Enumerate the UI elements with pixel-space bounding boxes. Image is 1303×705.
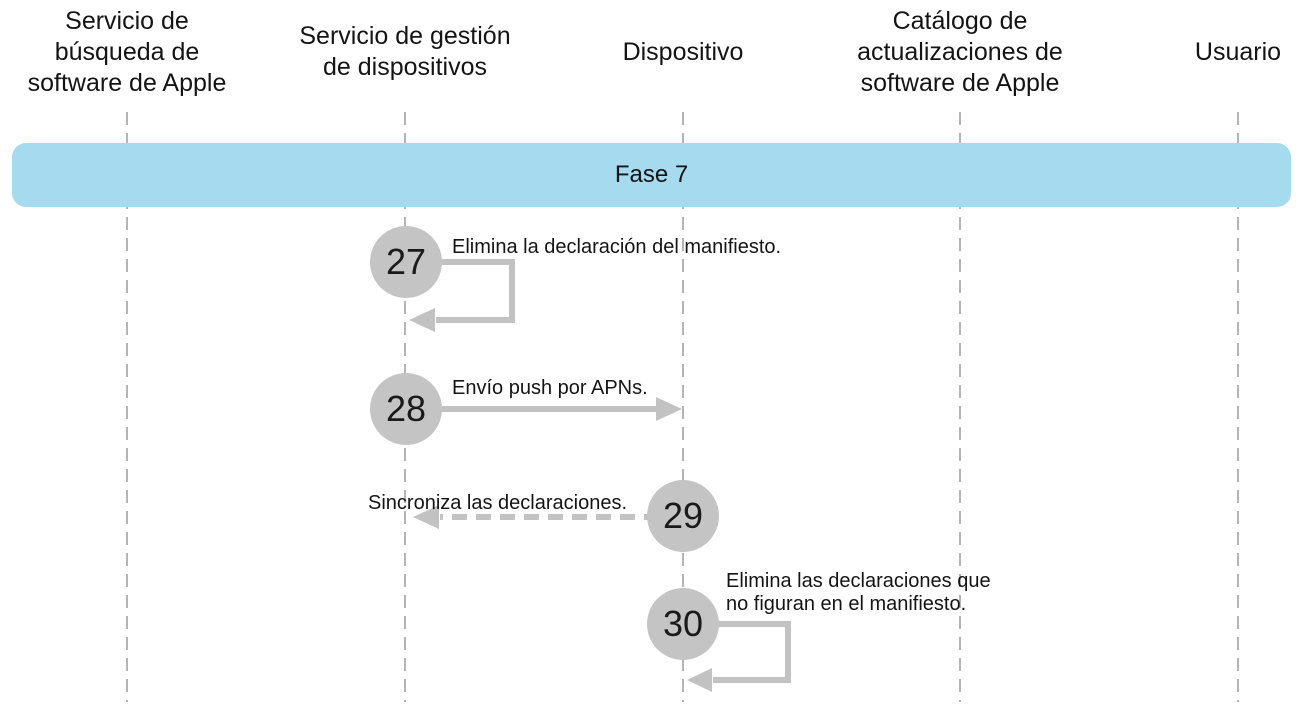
step-label-30: Elimina las declaraciones que no figuran… xyxy=(726,570,991,615)
lifeline-header-usuario: Usuario xyxy=(1194,37,1282,66)
step-number-30: 30 xyxy=(662,603,704,644)
step-circle-30: 30 xyxy=(647,588,719,660)
step-number-27: 27 xyxy=(385,241,427,282)
step-28-solid-arrow xyxy=(406,397,682,421)
lifeline-usuario xyxy=(1237,112,1239,702)
step-number-28: 28 xyxy=(385,388,427,429)
lifeline-header-dispositivo: Dispositivo xyxy=(622,37,744,66)
lifeline-dispositivo xyxy=(682,112,684,702)
lifeline-header-servicio-busqueda: Servicio de búsqueda de software de Appl… xyxy=(27,6,227,97)
step-circle-27: 27 xyxy=(370,226,442,298)
lifeline-servicio-busqueda xyxy=(126,112,128,702)
phase-banner: Fase 7 xyxy=(12,143,1291,207)
step-30-self-loop-arrow xyxy=(683,621,791,692)
step-label-29: Sincroniza las declaraciones. xyxy=(368,492,628,514)
lifeline-header-catalogo: Catálogo de actualizaciones de software … xyxy=(857,6,1063,97)
step-circle-28: 28 xyxy=(370,373,442,445)
step-27-self-loop-arrow xyxy=(406,259,515,332)
step-label-27: Elimina la declaración del manifiesto. xyxy=(452,236,782,258)
lifeline-catalogo xyxy=(959,112,961,702)
step-circle-29: 29 xyxy=(647,480,719,552)
lifeline-header-servicio-gestion: Servicio de gestión de dispositivos xyxy=(299,22,511,81)
step-label-28: Envío push por APNs. xyxy=(452,377,648,399)
phase-banner-label: Fase 7 xyxy=(614,161,689,188)
step-29-dashed-arrow xyxy=(413,505,683,529)
step-number-29: 29 xyxy=(662,495,704,536)
